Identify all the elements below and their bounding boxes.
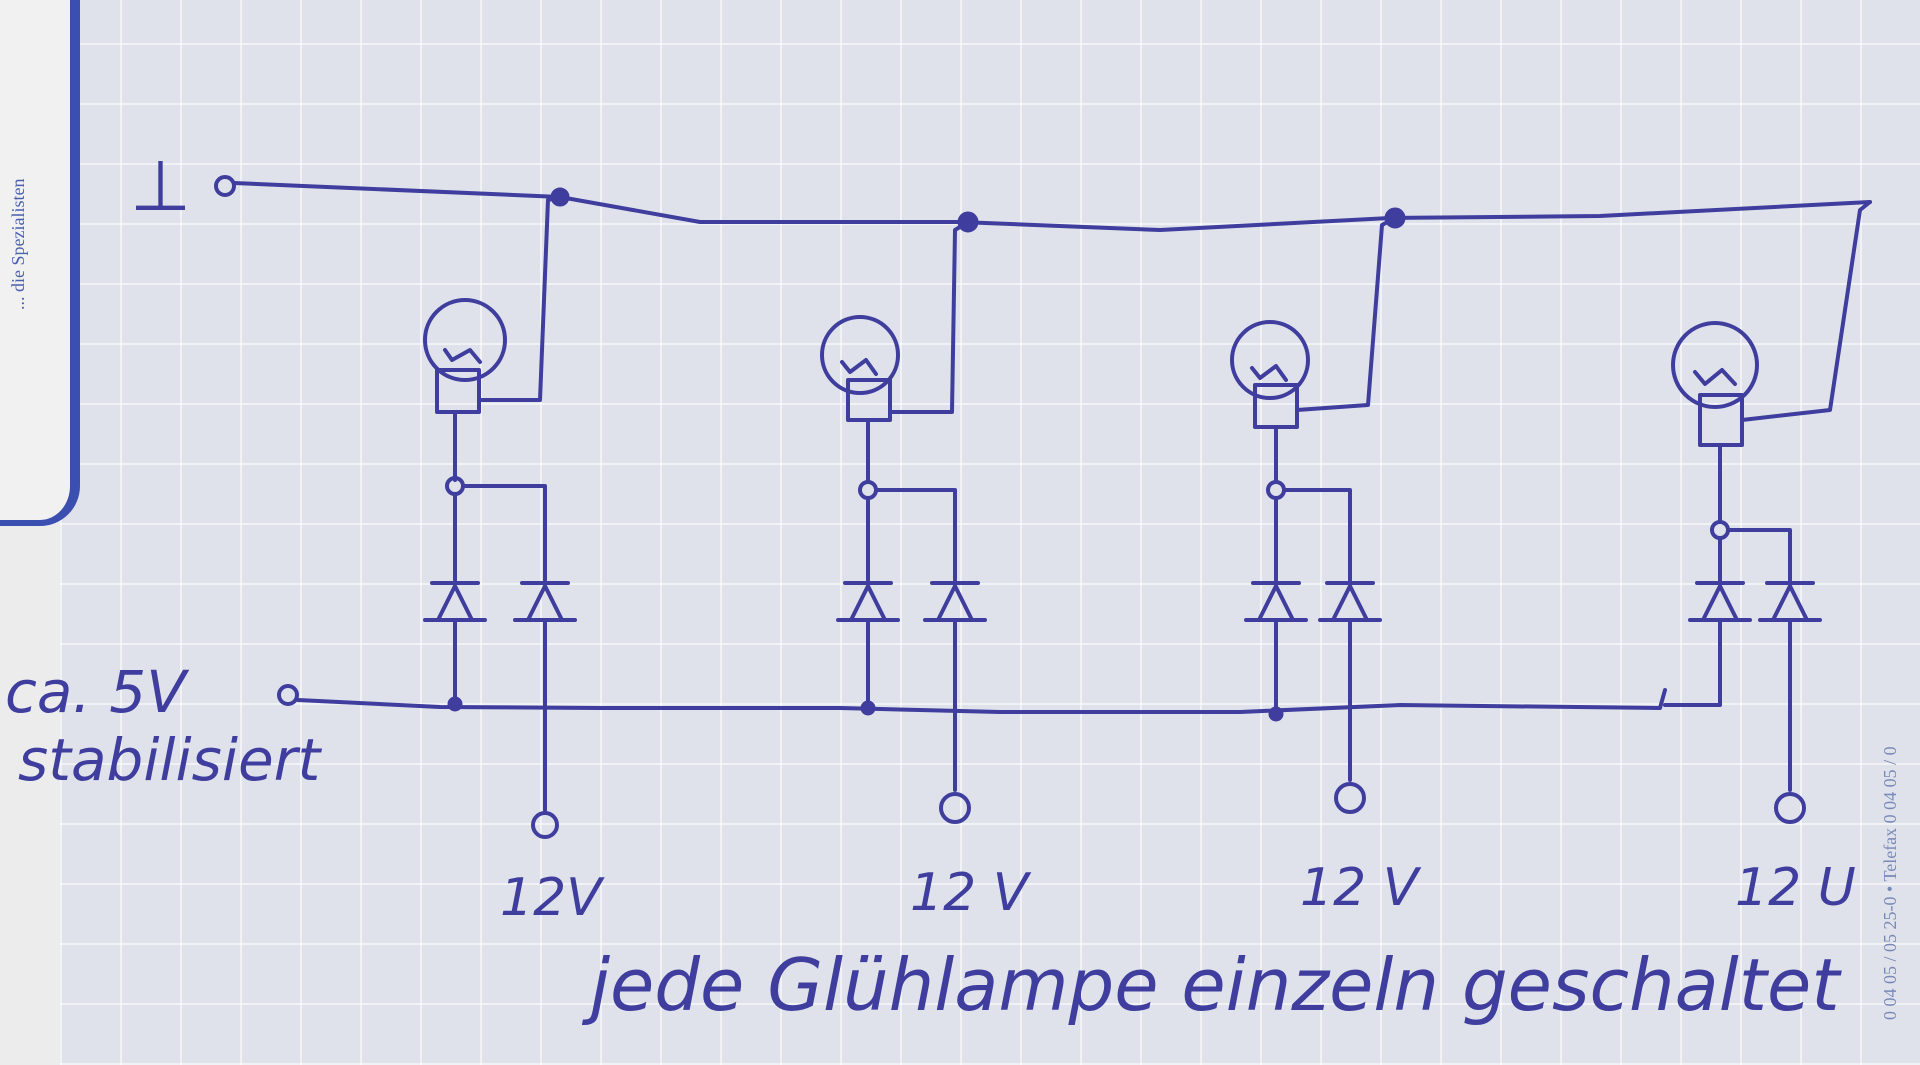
diode-icon [513,581,577,622]
output-terminal [1774,792,1806,824]
supply-terminal: ca. 5V stabilisiert [5,658,323,794]
lamp-channel-2: 12 V [820,220,1032,923]
ground-rail [232,181,1872,232]
lamp-bulb-icon [1230,320,1310,400]
junction-node [1266,480,1286,500]
supply-note: stabilisiert [18,726,323,794]
output-terminal [939,792,971,824]
diode-icon [836,581,900,622]
lamp-bulb-icon [820,315,900,395]
diode-icon [923,581,987,622]
voltage-label: 12 U [1735,858,1856,918]
output-terminal [531,811,559,839]
lamp-bulb-icon [423,298,507,382]
lamp-bulb-icon [1671,321,1759,409]
ground-terminal: ⊥ [130,145,236,227]
supply-label: ca. 5V [5,658,190,726]
junction-node [858,480,878,500]
diode-icon [1688,581,1752,622]
printed-tab [0,0,80,526]
junction-node [1710,520,1730,540]
supply-rail [296,688,1667,714]
diode-icon [1244,581,1308,622]
diode-icon [423,581,487,622]
lamp-channel-4: 12 U [1663,200,1872,918]
lamp-channel-1: 12V [423,195,605,928]
diode-icon [1318,581,1382,622]
lamp-channel-3: 12 V [1230,216,1422,918]
ground-symbol: ⊥ [130,145,191,227]
output-terminal [1334,782,1366,814]
caption: jede Glühlampe einzeln geschaltet [581,943,1842,1027]
voltage-label: 12 V [910,863,1032,923]
voltage-label: 12 V [1300,858,1422,918]
diode-icon [1758,581,1822,622]
lamp-socket [435,368,481,414]
voltage-label: 12V [500,868,605,928]
